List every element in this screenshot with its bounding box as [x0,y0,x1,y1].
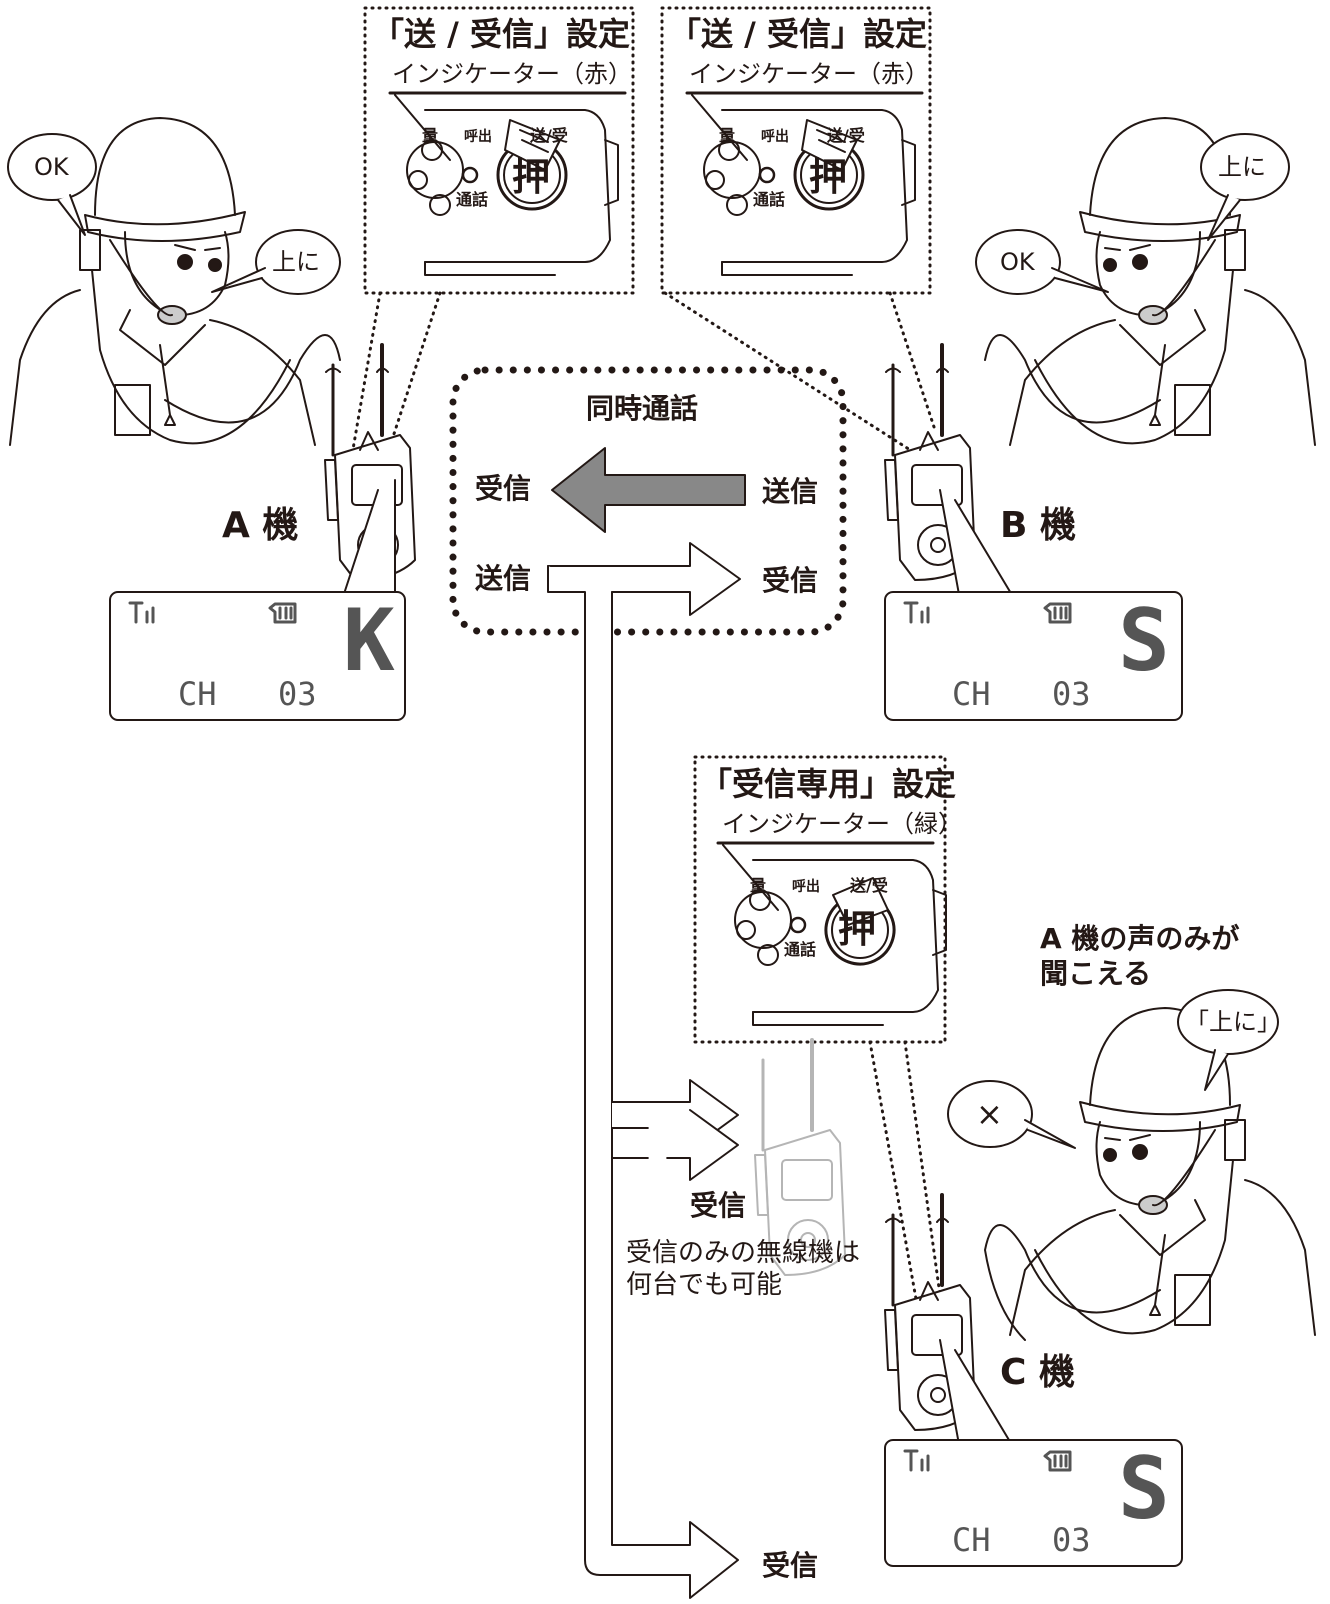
radio-closeup-a [388,91,627,276]
panel-a-call-label: 呼出 [464,129,492,145]
branch-arrow-bottom [547,565,739,1599]
worker-a-illustration [9,117,341,446]
simultaneous-call-frame [449,366,847,636]
lcd-a-number: 03 [278,675,317,713]
c-hearing-line2: 聞こえる [1040,957,1152,990]
panel-frame-b [660,6,937,457]
panel-c-volume-label: 量 [750,876,767,895]
bubble-c-right-text: 「上に」 [1185,1008,1281,1036]
arrow-a-to-b [547,542,741,616]
bubble-a-right-text: 上に [272,248,320,276]
panel-a-talk-label: 通話 [456,190,489,209]
panel-c-indicator: インジケーター（緑） [722,810,962,838]
panel-b-push-label: 押 [809,155,848,199]
simultaneous-call-title: 同時通話 [586,392,699,425]
lcd-frame-b [884,591,1183,721]
panel-a-push-label: 押 [512,155,551,199]
panel-c-call-label: 呼出 [792,879,820,895]
panel-c-title: 「受信専用」設定 [700,765,957,803]
panel-a-sendrecv-label: 送/受 [530,126,568,145]
center-recv-right: 受信 [762,564,819,597]
receive-only-note-line2: 何台でも可能 [626,1270,783,1300]
lcd-c-number: 03 [1052,1521,1091,1559]
lcd-a-mode: K [343,591,395,691]
panel-a-volume-label: 量 [422,126,439,145]
arrow-b-to-a [551,447,746,533]
center-recv-left: 受信 [475,472,532,505]
lcd-b-channel: CH [952,675,991,713]
device-a-label: A 機 [222,505,299,546]
center-send-right: 送信 [762,475,819,508]
lcd-c-mode: S [1118,1439,1170,1539]
panel-frame-a [350,6,635,457]
panel-b-call-label: 呼出 [761,129,789,145]
bubble-b-right-text: 上に [1218,153,1266,181]
bubble-a-left-text: OK [34,153,69,181]
lcd-b-mode: S [1118,591,1170,691]
panel-a-title: 「送 / 受信」設定 [372,15,630,53]
panel-a-indicator: インジケーター（赤） [392,60,632,88]
panel-b-talk-label: 通話 [753,190,786,209]
lcd-b-number: 03 [1052,675,1091,713]
receive-only-label: 受信 [690,1189,747,1222]
bubble-c-left-text: × [976,1095,1003,1133]
panel-b-title: 「送 / 受信」設定 [669,15,927,53]
radio-closeup-c [716,841,947,1026]
device-c-label: C 機 [1000,1352,1075,1393]
lcd-frame-a [109,591,406,721]
bubble-b-right [1200,133,1290,241]
bubble-b-left-text: OK [1000,248,1035,276]
c-hearing-line1: A 機の声のみが [1040,922,1240,955]
lcd-c-channel: CH [952,1521,991,1559]
signal-icon [128,601,155,624]
bubble-c-right [1177,989,1279,1091]
bottom-receive-label: 受信 [762,1549,819,1582]
center-send-left: 送信 [475,562,532,595]
lcd-frame-c [884,1439,1183,1567]
bubble-a-right [211,229,341,295]
bubble-b-left [975,229,1109,295]
panel-b-indicator: インジケーター（赤） [689,60,929,88]
panel-c-sendrecv-label: 送/受 [850,876,888,895]
panel-b-volume-label: 量 [719,126,736,145]
device-b-label: B 機 [1000,505,1076,546]
receive-only-note-line1: 受信のみの無線機は [626,1238,861,1268]
bubble-a-left [7,133,97,236]
panel-c-talk-label: 通話 [784,940,817,959]
lcd-a-channel: CH [178,675,217,713]
bubble-c-left [947,1080,1076,1149]
panel-b-sendrecv-label: 送/受 [827,126,865,145]
battery-icon [268,602,297,624]
worker-c-illustration [984,1007,1316,1341]
radio-device-receive-only [754,1038,846,1276]
radio-closeup-b [685,91,924,277]
panel-c-push-label: 押 [838,907,877,951]
